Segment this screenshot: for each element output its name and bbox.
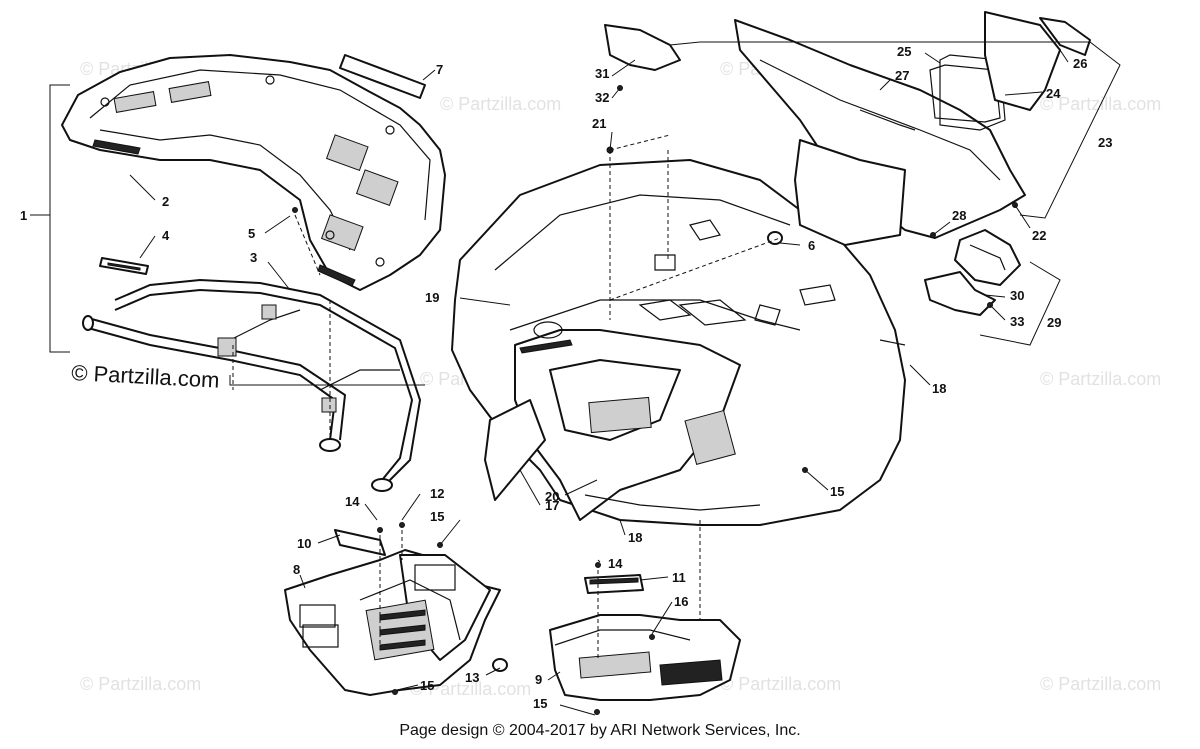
callout-26: 25	[897, 44, 911, 59]
rear-fender-part	[451, 159, 906, 526]
footer-text: Page design © 2004-2017 by ARI Network S…	[399, 722, 801, 739]
callout-4: 4	[162, 228, 170, 243]
callout-21: 20	[545, 489, 559, 504]
callout-20: 19	[425, 290, 439, 305]
light-bracket-part	[924, 229, 1021, 316]
callout-9: 9	[535, 672, 542, 687]
callout-33: 33	[1010, 314, 1024, 329]
callout-31: 30	[1010, 288, 1024, 303]
right-footwell-part	[549, 614, 741, 701]
left-footrest-part	[334, 529, 386, 556]
cover-part	[604, 24, 681, 71]
grommet-part	[767, 231, 783, 245]
callout-16: 16	[674, 594, 688, 609]
callout-32: 31	[595, 66, 609, 81]
callout-23: 22	[1032, 228, 1046, 243]
watermark: © Partzilla.com	[1040, 674, 1161, 694]
callout-6: 6	[808, 238, 815, 253]
callout-19: 18	[628, 530, 642, 545]
group-brackets	[30, 41, 1121, 386]
callout-5: 5	[248, 226, 255, 241]
decal-strip-part	[339, 54, 426, 99]
callout-33: 32	[595, 90, 609, 105]
callout-14: 14	[608, 556, 623, 571]
callout-24: 23	[1098, 135, 1112, 150]
leader-lines	[129, 49, 1069, 716]
alignment-lines	[232, 134, 781, 660]
callout-25: 24	[1046, 86, 1061, 101]
grommet-part	[492, 658, 508, 672]
callout-17: 17	[545, 498, 559, 513]
callout-10: 10	[297, 536, 311, 551]
rack-frame-part	[82, 278, 422, 492]
callout-30: 29	[1047, 315, 1061, 330]
rear-rack-part	[61, 54, 446, 291]
callout-15: 15	[420, 678, 434, 693]
callout-15: 15	[430, 509, 444, 524]
callout-18: 18	[932, 381, 946, 396]
watermark: © Partzilla.com	[80, 674, 201, 694]
tool-box-assembly-part	[734, 11, 1091, 246]
callout-13: 13	[465, 670, 479, 685]
callout-12: 12	[430, 486, 444, 501]
callout-2: 2	[162, 194, 169, 209]
callout-15: 15	[533, 696, 547, 711]
watermark: © Partzilla.com	[1040, 369, 1161, 389]
callout-27: 26	[1073, 56, 1087, 71]
callout-1: 1	[20, 208, 27, 223]
watermark: © Partzilla.com	[440, 94, 561, 114]
callout-29: 28	[952, 208, 966, 223]
callout-22: 21	[592, 116, 606, 131]
callouts: 1 2 3 4 5 6 7 8 9 10 11 12 13 14 14 15 1…	[20, 44, 1112, 711]
callout-3: 3	[250, 250, 257, 265]
watermark: © Partzilla.com	[720, 674, 841, 694]
callout-8: 8	[293, 562, 300, 577]
callout-7: 7	[436, 62, 443, 77]
callout-14: 14	[345, 494, 360, 509]
left-footwell-part	[284, 549, 501, 696]
callout-15: 15	[830, 484, 844, 499]
callout-11: 11	[672, 570, 686, 585]
callout-28: 27	[895, 68, 909, 83]
